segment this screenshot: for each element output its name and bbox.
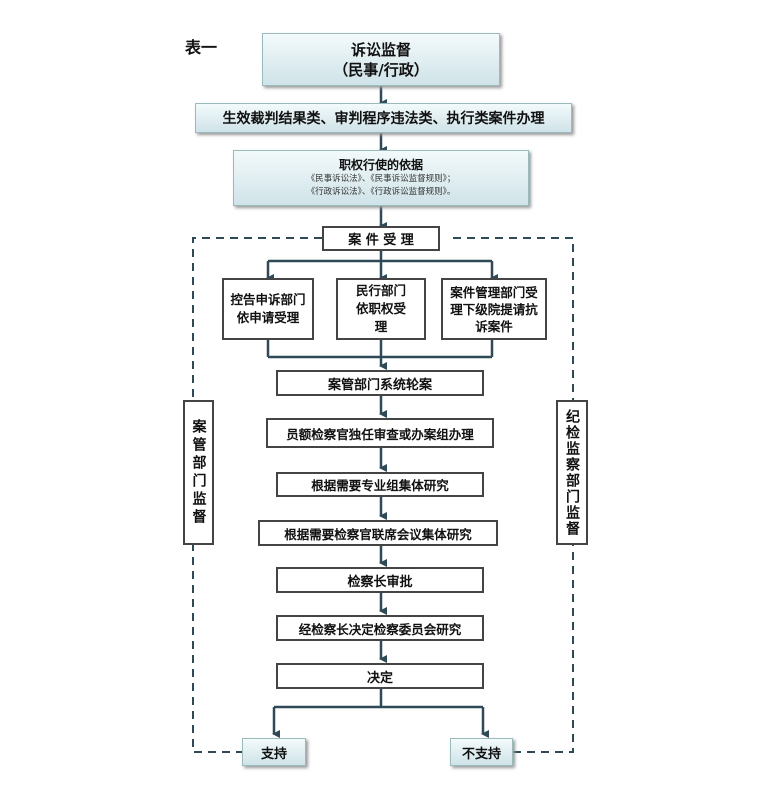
table-label: 表一	[184, 38, 217, 57]
step-chief: 检察长审批	[276, 567, 484, 593]
branch-left: 控告申诉部门依申请受理	[222, 278, 314, 340]
basis-line1: 《民事诉讼法》、《民事诉讼监督规则》；	[306, 174, 456, 184]
top-node-line2: （民事/行政）	[333, 60, 429, 79]
step-joint: 根据需要检察官联席会议集体研究	[258, 520, 498, 546]
outcome-not-support: 不支持	[450, 738, 513, 766]
side-right-supervision: 纪检监察部门监督	[556, 400, 588, 545]
basis-title: 职权行使的依据	[338, 158, 423, 172]
basis-line2: 《行政诉讼法》、《行政诉讼监督规则》。	[306, 187, 456, 197]
scope-node: 生效裁判结果类、审判程序违法类、执行类案件办理	[195, 103, 572, 133]
step-rotate: 案管部门系统轮案	[276, 370, 484, 396]
accept-node: 案 件 受 理	[322, 226, 440, 251]
step-decide: 决定	[276, 663, 484, 689]
outcome-support: 支持	[242, 738, 306, 766]
top-node-line1: 诉讼监督	[350, 40, 411, 59]
step-committee: 经检察长决定检察委员会研究	[276, 615, 484, 641]
branch-middle: 民行部门依职权受理	[336, 278, 426, 340]
side-left-label: 案管部门监督	[190, 418, 207, 527]
side-right-label: 纪检监察部门监督	[564, 408, 580, 537]
basis-node: 职权行使的依据 《民事诉讼法》、《民事诉讼监督规则》； 《行政诉讼法》、《行政诉…	[233, 150, 529, 206]
step-handle: 员额检察官独任审查或办案组办理	[266, 418, 494, 448]
step-group: 根据需要专业组集体研究	[276, 472, 484, 497]
side-left-supervision: 案管部门监督	[183, 400, 214, 545]
branch-right: 案件管理部门受理下级院提请抗诉案件	[441, 278, 547, 340]
top-node: 诉讼监督 （民事/行政）	[262, 33, 500, 86]
